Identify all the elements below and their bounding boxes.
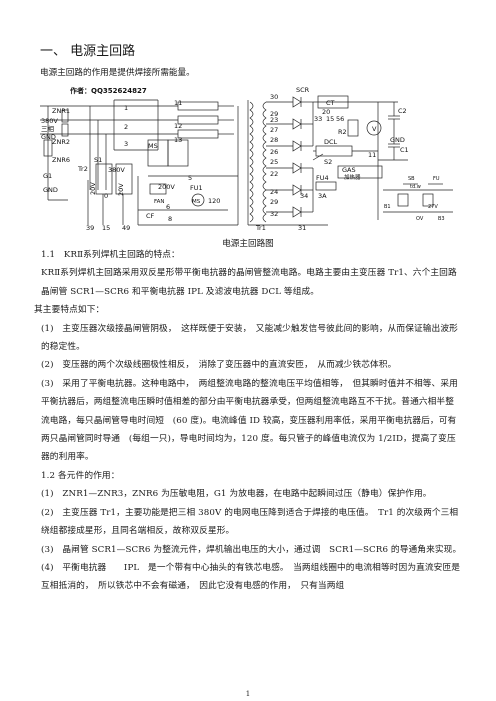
diagram-label: td.w xyxy=(410,184,421,190)
intro-text: 电源主回路的作用是提供焊接所需能量。 xyxy=(40,68,195,78)
diagram-label: 11 xyxy=(174,99,182,107)
diagram-label: 1 xyxy=(124,104,128,112)
subsection-heading: 1.1 KRⅡ系列焊机主回路的特点： xyxy=(41,250,180,260)
paragraph: (2) 主变压器 Tr1，主要功能是把三相 380V 的电网电压降到适合于焊接的… xyxy=(41,507,459,537)
diagram-label: FU1 xyxy=(190,184,203,192)
diagram-label: 380V xyxy=(108,166,125,174)
diagram-label: 49 xyxy=(122,224,130,232)
paragraph: (1) 主变压器次级接晶闸管阴极， 这样既便于安装， 又能减少触发信号彼此间的影… xyxy=(41,323,458,353)
diagram-label: 31 xyxy=(298,224,306,232)
watermark-text: 作者：QQ352624827 xyxy=(70,86,147,95)
paragraph: (4) 平衡电抗器 IPL 是一个带有中心抽头的有铁芯电感。 当两组线圈中的电流… xyxy=(41,562,461,592)
diagram-label: 120 xyxy=(208,197,220,205)
diagram-label: 25 xyxy=(270,158,278,166)
diagram-label: C2 xyxy=(398,107,407,115)
diagram-label: CF xyxy=(146,212,155,220)
diagram-label: 20V xyxy=(117,183,125,196)
diagram-label: ZNR6 xyxy=(52,156,70,164)
diagram-label: 3 xyxy=(124,140,128,148)
diagram-label: FAN xyxy=(154,199,165,205)
diagram-label: ZNR2 xyxy=(52,138,70,146)
paragraph: (2) 变压器的两个次级线圈极性相反， 消除了变压器中的直流安匝， 从而减少铁芯… xyxy=(41,360,397,371)
diagram-label: G1 xyxy=(43,172,52,180)
paragraph: (3) 晶闸管 SCR1—SCR6 为整流元件，焊机输出电压的大小，通过调 SC… xyxy=(41,544,462,555)
diagram-label: 加热器 xyxy=(344,173,361,181)
diagram-label: B3 xyxy=(438,216,445,222)
paragraph: 其主要特点如下： xyxy=(34,305,105,316)
diagram-label: 0 xyxy=(104,192,108,200)
diagram-label: B1 xyxy=(384,204,391,210)
diagram-label: R2 xyxy=(338,128,347,136)
diagram-label: 29 xyxy=(270,110,278,118)
diagram-label: 30 xyxy=(270,93,278,101)
diagram-label: MS xyxy=(148,142,158,150)
diagram-label: 29 xyxy=(270,198,278,206)
diagram-label: S1 xyxy=(94,156,102,164)
diagram-label: OV xyxy=(416,216,424,222)
diagram-label: 5 xyxy=(188,174,192,182)
diagram-label: 33 xyxy=(314,115,322,123)
diagram-label: Tr1 xyxy=(255,224,266,232)
page-number: 1 xyxy=(245,690,251,698)
diagram-label: MS xyxy=(192,199,201,205)
diagram-label: 11 xyxy=(368,151,376,159)
diagram-label: SCR xyxy=(296,86,310,94)
diagram-label: 20V xyxy=(89,182,97,195)
diagram-label: GND xyxy=(43,186,58,194)
diagram-label: 三相 xyxy=(41,124,55,133)
diagram-label: 39 xyxy=(86,224,94,232)
diagram-label: 380V xyxy=(41,117,58,125)
diagram-label: GND xyxy=(390,136,405,144)
subsection-heading: 1.2 各元件的作用： xyxy=(41,470,120,481)
diagram-label: 3A xyxy=(318,192,327,200)
section-heading: 一、 电源主回路 xyxy=(40,44,136,59)
diagram-label: CT xyxy=(326,99,335,107)
diagram-label: 34 xyxy=(300,192,308,200)
diagram-label: DCL xyxy=(324,138,338,146)
diagram-label: C1 xyxy=(400,146,409,154)
diagram-label: 8 xyxy=(168,215,172,223)
diagram-label: 12 xyxy=(174,122,182,130)
diagram-label: 200V xyxy=(158,183,175,191)
diagram-label: 26 xyxy=(270,148,278,156)
paragraph: KRⅡ系列焊机主回路采用双反星形带平衡电抗器的晶闸管整流电路。电路主要由主变压器… xyxy=(41,268,457,297)
diagram-label: 20 xyxy=(322,108,330,116)
circuit-diagram: 作者：QQ352624827 ZNR1 380V 三相 ZNR2 GND ZNR… xyxy=(40,86,453,232)
diagram-label: 27V xyxy=(428,204,438,210)
diagram-label: 6 xyxy=(166,203,170,211)
diagram-label: 56 xyxy=(336,115,344,123)
diagram-label: FU xyxy=(433,176,440,182)
paragraph: (3) 采用了平衡电抗器。这种电路中， 两组整流电路的整流电压平均值相等， 但其… xyxy=(41,378,458,463)
figure-caption: 电源主回路图 xyxy=(222,239,274,249)
diagram-label: 28 xyxy=(270,136,278,144)
diagram-label: V xyxy=(372,125,377,133)
diagram-label: SB xyxy=(408,176,415,182)
diagram-label: 32 xyxy=(270,210,278,218)
diagram-label: 27 xyxy=(270,126,278,134)
diagram-label: GAS xyxy=(342,166,356,174)
diagram-label: 23 xyxy=(270,116,278,124)
diagram-label: ZNR1 xyxy=(52,107,70,115)
paragraph: (1) ZNR1—ZNR3，ZNR6 为压敏电阻，G1 为放电器，在电路中起瞬间… xyxy=(41,489,432,500)
diagram-label: FU4 xyxy=(316,174,329,182)
body-text: 1.1 KRⅡ系列焊机主回路的特点： KRⅡ系列焊机主回路采用双反星形带平衡电抗… xyxy=(34,246,462,596)
diagram-label: 15 xyxy=(326,115,334,123)
diagram-label: 24 xyxy=(270,188,278,196)
diagram-label: 13 xyxy=(174,136,182,144)
diagram-label: 15 xyxy=(102,224,110,232)
diagram-label: GND xyxy=(41,133,56,141)
diagram-label: 2 xyxy=(124,123,128,131)
diagram-label: 22 xyxy=(270,170,278,178)
diagram-label: Tr2 xyxy=(77,165,88,173)
diagram-label: S2 xyxy=(324,158,332,166)
